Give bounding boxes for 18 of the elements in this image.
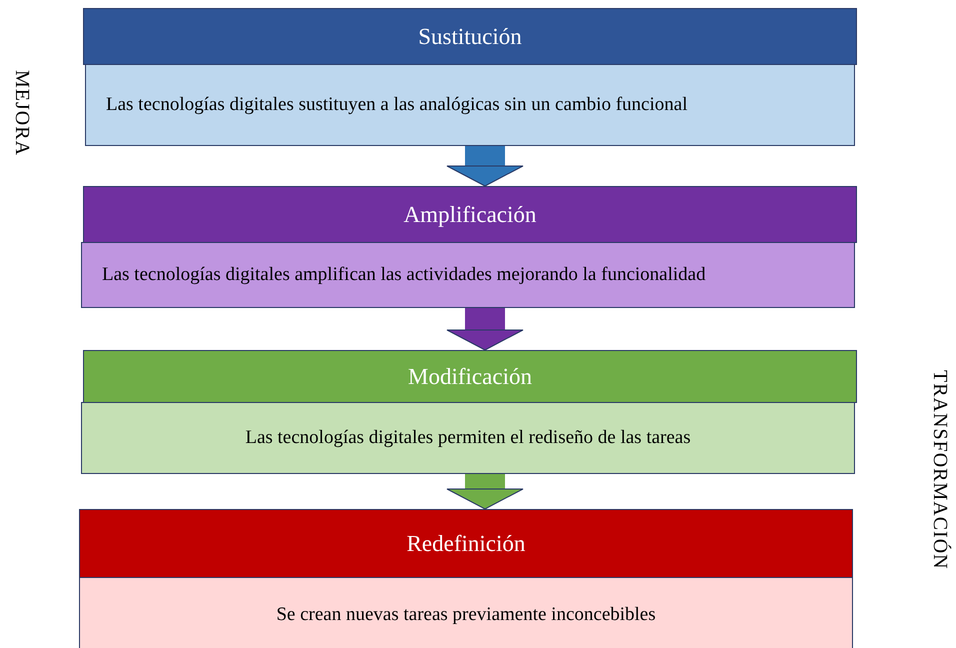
side-label: MEJORA bbox=[10, 70, 33, 156]
stage-title: Redefinición bbox=[406, 530, 526, 556]
stage-header-band bbox=[83, 8, 857, 65]
stage-description: Las tecnologías digitales sustituyen a las analógicas sin un cambio funcional bbox=[106, 94, 688, 116]
stage-description: Las tecnologías digitales amplifican las actividades mejorando la funcionalidad bbox=[102, 264, 706, 286]
description-box bbox=[81, 242, 855, 308]
stage-description: Se crean nuevas tareas previamente inconcebibles bbox=[276, 604, 656, 626]
stage-title: Modificación bbox=[408, 364, 532, 390]
stage-title: Sustitución bbox=[418, 24, 522, 50]
stage-header-band bbox=[79, 509, 853, 578]
stage-header-band bbox=[83, 350, 857, 403]
description-box bbox=[79, 577, 853, 648]
stage-description: Las tecnologías digitales permiten el rediseño de las tareas bbox=[245, 427, 691, 449]
description-box bbox=[85, 64, 855, 146]
stage-title: Amplificación bbox=[404, 202, 536, 228]
side-label: TRANSFORMACIÓN bbox=[928, 370, 951, 570]
description-box bbox=[81, 402, 855, 474]
stage-header-band bbox=[83, 186, 857, 243]
